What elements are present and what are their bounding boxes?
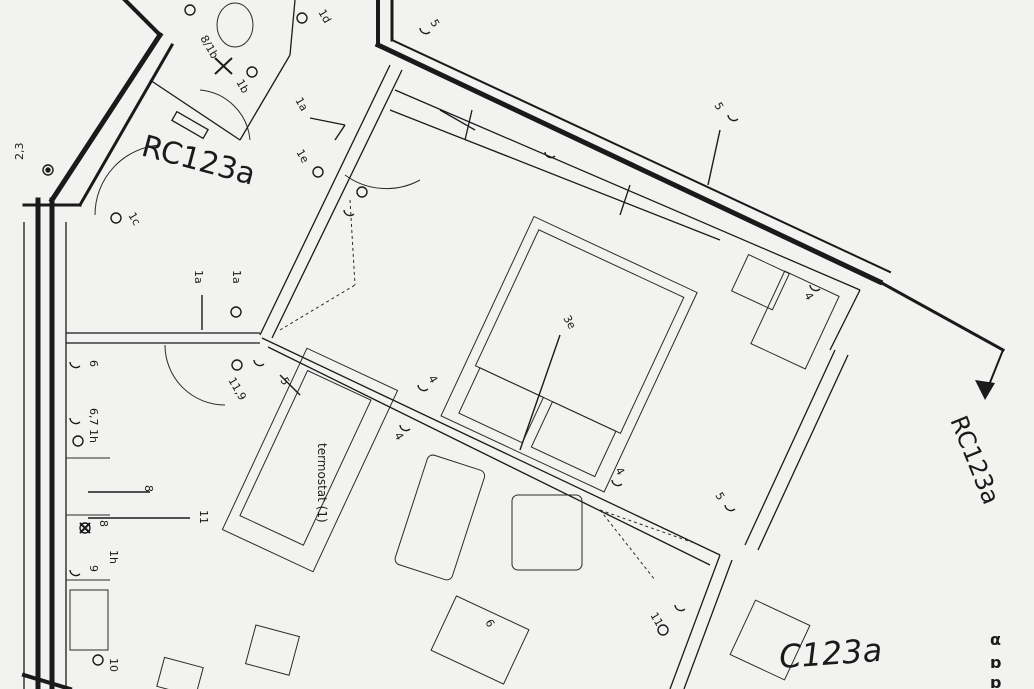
code-11-bottom: 11	[647, 610, 665, 629]
code-5-a: 5	[427, 17, 442, 30]
edge-mark-3: ɒ	[990, 673, 1001, 689]
code-8a: 8	[142, 485, 155, 492]
code-6-7-1h: 6,7 1h	[87, 408, 100, 443]
code-1a-mid: 1a	[230, 270, 243, 284]
code-11-left: 11	[197, 510, 210, 524]
code-3e: 3e	[560, 313, 578, 332]
interior-walls	[23, 0, 861, 689]
code-4-a: 4	[801, 290, 816, 303]
kitchen-counter	[69, 589, 109, 651]
symbol-codes: 1d 1b 8/1b 1a 1e 1c 2,3 1a 1a 5 5 5 4 4 …	[13, 7, 816, 672]
code-5-c: 5	[712, 490, 727, 503]
armchair	[511, 494, 583, 571]
code-4-b: 4	[391, 430, 406, 443]
section-arrow-icon	[975, 380, 995, 400]
thermostat-label: termostat (1)	[315, 443, 329, 523]
code-1c: 1c	[125, 210, 143, 228]
code-1h: 1h	[107, 550, 120, 564]
furniture	[66, 2, 840, 689]
code-5-b: 5	[711, 100, 726, 113]
electrical-symbols	[42, 4, 821, 666]
bottom-cabinet	[430, 595, 530, 685]
edge-mark-1: α	[990, 630, 1001, 649]
bottom-right-unit	[729, 599, 811, 681]
section-marker-label: RC123a	[944, 412, 1005, 508]
code-8b: 8	[97, 520, 110, 527]
desk	[750, 270, 840, 370]
bottom-stool	[156, 656, 204, 689]
code-4-d: 4	[612, 465, 627, 478]
code-1d: 1d	[315, 7, 333, 26]
bed	[440, 215, 698, 493]
toilet	[216, 2, 254, 48]
edge-mark-2: ɒ	[990, 653, 1001, 672]
code-11-9: 11,9	[225, 375, 249, 403]
code-10: 10	[107, 658, 120, 672]
code-4-c: 4	[425, 373, 440, 386]
chair	[730, 253, 790, 311]
code-2-3: 2,3	[13, 143, 26, 161]
code-6-bottom: 6	[482, 617, 497, 630]
code-6: 6	[87, 360, 100, 367]
code-8-1b: 8/1b	[197, 33, 221, 61]
exterior-walls	[21, 0, 1006, 689]
code-1b-top: 1b	[233, 77, 251, 96]
code-1e: 1e	[293, 147, 311, 166]
code-1a-door: 1a	[292, 95, 310, 113]
sofa	[221, 347, 399, 573]
coffee-table	[394, 454, 486, 581]
bottom-chair	[244, 624, 301, 676]
room-label-handwritten: C123a	[778, 631, 883, 676]
code-1a-left: 1a	[192, 270, 205, 284]
code-9: 9	[87, 565, 100, 572]
